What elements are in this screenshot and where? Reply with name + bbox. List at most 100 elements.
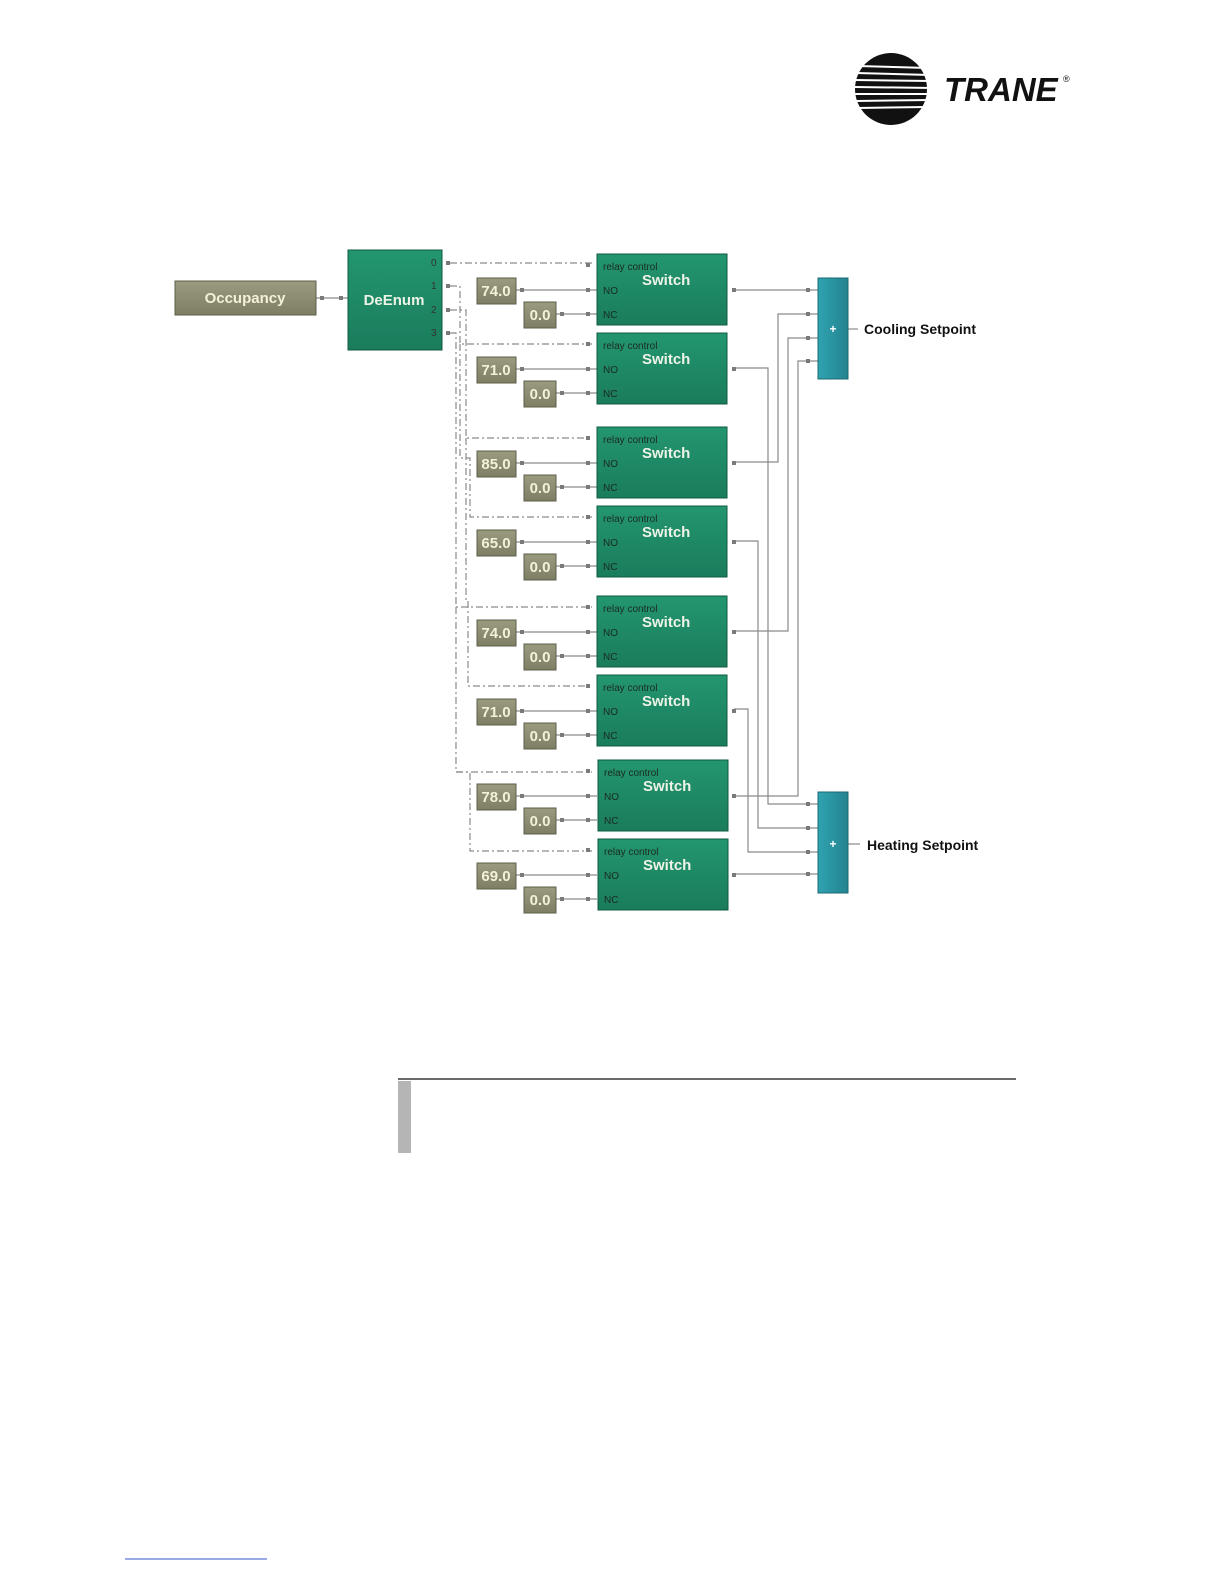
nc-port-label: NC (603, 310, 617, 321)
deenum-block[interactable]: DeEnum 0 1 2 3 (347, 249, 443, 351)
relay-control-label: relay control (603, 341, 657, 352)
nc-constant-block[interactable]: 0.0 (523, 380, 557, 408)
trane-logo: TRANE ® (854, 53, 1070, 125)
brand-registered-mark: ® (1063, 74, 1070, 84)
no-port-label: NO (603, 628, 618, 639)
occupancy-block[interactable]: Occupancy (174, 280, 317, 316)
no-port-label: NO (603, 286, 618, 297)
relay-control-label: relay control (604, 847, 658, 858)
no-constant-block[interactable]: 65.0 (476, 529, 517, 557)
no-constant-block[interactable]: 78.0 (476, 783, 517, 811)
nc-constant-block[interactable]: 0.0 (523, 643, 557, 671)
no-constant-value: 71.0 (481, 362, 510, 379)
no-port-label: NO (604, 871, 619, 882)
no-constant-value: 74.0 (481, 283, 510, 300)
no-constant-block[interactable]: 74.0 (476, 277, 517, 305)
no-constant-value: 69.0 (481, 868, 510, 885)
switch-title: Switch (642, 351, 690, 368)
occupancy-label: Occupancy (205, 290, 287, 307)
no-constant-block[interactable]: 71.0 (476, 698, 517, 726)
nc-port-label: NC (604, 816, 618, 827)
deenum-output-2: 2 (431, 305, 437, 316)
no-constant-value: 78.0 (481, 789, 510, 806)
nc-port-label: NC (603, 389, 617, 400)
switch-title: Switch (642, 524, 690, 541)
nc-constant-value: 0.0 (530, 649, 551, 666)
nc-constant-block[interactable]: 0.0 (523, 553, 557, 581)
heating-setpoint-label: Heating Setpoint (867, 837, 979, 853)
no-constant-block[interactable]: 74.0 (476, 619, 517, 647)
nc-constant-value: 0.0 (530, 813, 551, 830)
deenum-output-0: 0 (431, 258, 437, 269)
no-port-label: NO (604, 792, 619, 803)
relay-control-label: relay control (603, 435, 657, 446)
nc-constant-value: 0.0 (530, 892, 551, 909)
no-port-label: NO (603, 538, 618, 549)
nc-constant-block[interactable]: 0.0 (523, 722, 557, 750)
deenum-output-3: 3 (431, 328, 437, 339)
nc-constant-value: 0.0 (530, 480, 551, 497)
relay-control-label: relay control (603, 514, 657, 525)
deenum-output-1: 1 (431, 281, 437, 292)
switch-title: Switch (643, 778, 691, 795)
heating-adder-plus-icon: + (829, 837, 836, 851)
nc-constant-value: 0.0 (530, 307, 551, 324)
no-constant-block[interactable]: 85.0 (476, 450, 517, 478)
switch-title: Switch (642, 614, 690, 631)
switch-title: Switch (643, 857, 691, 874)
nc-constant-value: 0.0 (530, 728, 551, 745)
switch-title: Switch (642, 445, 690, 462)
relay-control-label: relay control (603, 683, 657, 694)
no-port-label: NO (603, 459, 618, 470)
no-constant-block[interactable]: 69.0 (476, 862, 517, 890)
nc-constant-block[interactable]: 0.0 (523, 807, 557, 835)
relay-control-label: relay control (603, 604, 657, 615)
nc-constant-value: 0.0 (530, 559, 551, 576)
nc-port-label: NC (603, 562, 617, 573)
no-constant-value: 74.0 (481, 625, 510, 642)
nc-port-label: NC (604, 895, 618, 906)
no-constant-value: 71.0 (481, 704, 510, 721)
nc-constant-block[interactable]: 0.0 (523, 474, 557, 502)
note-bar (398, 1081, 411, 1153)
brand-name: TRANE (944, 71, 1059, 108)
nc-constant-value: 0.0 (530, 386, 551, 403)
nc-port-label: NC (603, 652, 617, 663)
nc-port-label: NC (603, 483, 617, 494)
deenum-label: DeEnum (364, 292, 425, 309)
cooling-setpoint-label: Cooling Setpoint (864, 321, 976, 337)
relay-control-label: relay control (604, 768, 658, 779)
nc-constant-block[interactable]: 0.0 (523, 886, 557, 914)
no-constant-value: 65.0 (481, 535, 510, 552)
no-constant-block[interactable]: 71.0 (476, 356, 517, 384)
no-port-label: NO (603, 707, 618, 718)
cooling-adder-plus-icon: + (829, 322, 836, 336)
heating-adder[interactable]: + (817, 791, 849, 894)
switch-title: Switch (642, 693, 690, 710)
cooling-adder[interactable]: + (817, 277, 849, 380)
nc-port-label: NC (603, 731, 617, 742)
note-callout (398, 1078, 1016, 1153)
switch-title: Switch (642, 272, 690, 289)
nc-constant-block[interactable]: 0.0 (523, 301, 557, 329)
no-constant-value: 85.0 (481, 456, 510, 473)
relay-control-label: relay control (603, 262, 657, 273)
